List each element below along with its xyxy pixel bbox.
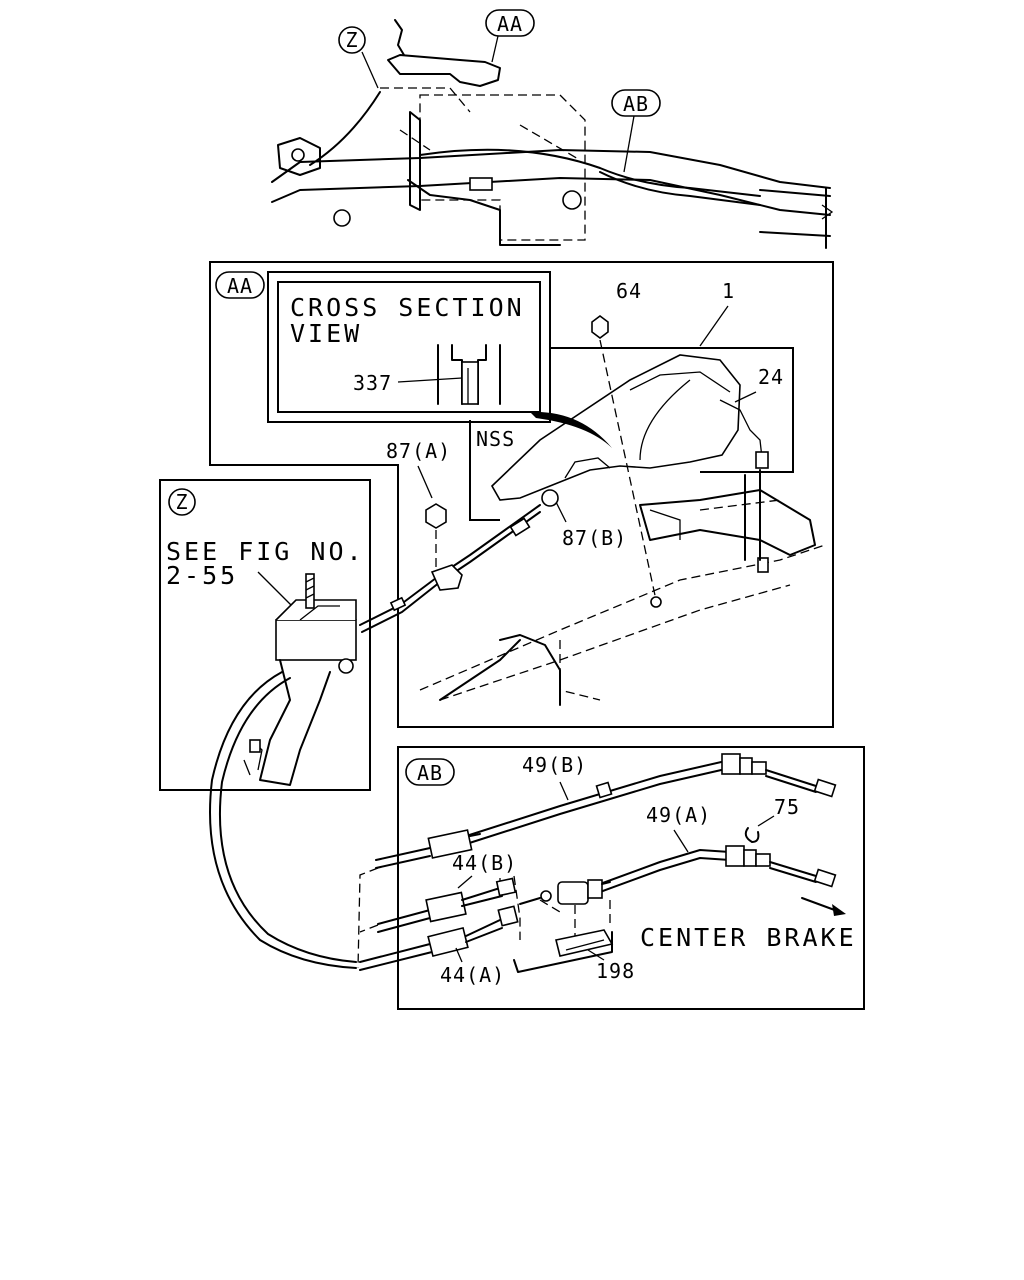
detail-panel-aa: AA CROSS SECTION VIEW 337 NSS 64 1: [209, 261, 834, 728]
part-24-label: 24: [758, 365, 784, 389]
part-44a-label: 44(A): [440, 963, 505, 987]
callout-aa-label: AA: [497, 12, 523, 36]
see-fig-note: SEE FIG NO.: [166, 537, 365, 566]
panel-z-label: Z: [175, 490, 188, 514]
callout-aa-panel: AA: [215, 271, 265, 299]
callout-z-panel: Z: [168, 488, 196, 516]
detail-panel-z: Z SEE FIG NO. 2-55: [159, 479, 371, 969]
part-75-label: 75: [774, 795, 800, 819]
callout-aa-overview: AA: [485, 9, 535, 37]
part-87b-label: 87(B): [562, 526, 627, 550]
vehicle-frame-overview: Z AA AB: [271, 9, 834, 249]
part-49b-label: 49(B): [522, 753, 587, 777]
callout-z-label: Z: [345, 28, 358, 52]
part-87a-label: 87(A): [386, 439, 451, 463]
cross-section-inset: CROSS SECTION VIEW 337: [267, 271, 551, 423]
callout-ab-label: AB: [623, 92, 649, 116]
cable-49a-end: [725, 845, 837, 888]
panel-aa-label: AA: [227, 274, 253, 298]
part-198-label: 198: [596, 959, 635, 983]
cable-49b-end: [721, 753, 837, 798]
part-337-label: 337: [353, 371, 392, 395]
part-49a-label: 49(A): [646, 803, 711, 827]
cross-section-title-2: VIEW: [290, 319, 362, 348]
see-fig-number: 2-55: [166, 561, 238, 590]
cross-section-title-1: CROSS SECTION: [290, 293, 525, 322]
part-44b-label: 44(B): [452, 851, 517, 875]
part-64-label: 64: [616, 279, 642, 303]
part-nss-label: NSS: [476, 427, 515, 451]
detail-panel-ab: AB 49(B) 44(B) 49(A): [357, 746, 865, 1010]
callout-z-overview: Z: [338, 26, 366, 54]
panel-ab-label: AB: [417, 761, 443, 785]
callout-ab-overview: AB: [611, 89, 661, 117]
part-1-label: 1: [722, 279, 735, 303]
callout-ab-panel: AB: [405, 758, 455, 786]
center-brake-label: CENTER BRAKE: [640, 923, 857, 952]
